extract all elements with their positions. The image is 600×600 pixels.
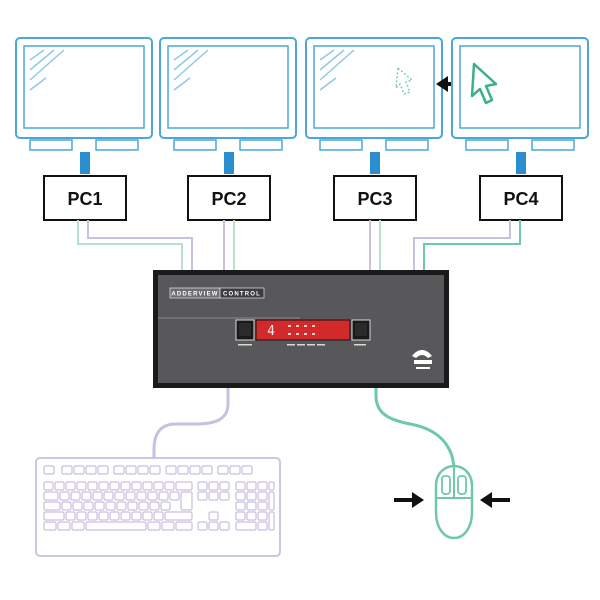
brand-left: ADDERVIEW	[171, 292, 218, 298]
mouse-icon	[434, 464, 474, 540]
monitor-3	[305, 37, 443, 174]
monitor-1	[15, 37, 153, 174]
pc-box-1: PC1	[43, 175, 127, 221]
pointer-cursor-icon	[470, 62, 498, 105]
next-channel-button[interactable]	[351, 319, 371, 341]
monitor-2	[159, 37, 297, 174]
pc-label: PC1	[67, 189, 102, 209]
channel-display: 4	[255, 319, 351, 341]
display-digit: 4	[267, 324, 275, 339]
pc-box-3: PC3	[333, 175, 417, 221]
pc-cables	[77, 220, 521, 272]
pc-box-2: PC2	[187, 175, 271, 221]
brand-right: CONTROL	[223, 292, 261, 298]
keyboard-icon	[35, 457, 281, 557]
pc-label: PC3	[357, 189, 392, 209]
pc-label: PC4	[503, 189, 538, 209]
kvm-switch: ADDERVIEW CONTROL 4	[153, 270, 449, 388]
keyboard-cable	[152, 388, 230, 458]
monitor-4	[451, 37, 589, 174]
ghost-cursor-icon	[395, 66, 414, 95]
mouse-cable	[374, 388, 456, 467]
pc-box-4: PC4	[479, 175, 563, 221]
brand-logo-icon	[412, 350, 432, 369]
arrow-left-icon	[480, 492, 510, 508]
pc-label: PC2	[211, 189, 246, 209]
arrow-right-icon	[394, 492, 424, 508]
previous-channel-button[interactable]	[235, 319, 255, 341]
